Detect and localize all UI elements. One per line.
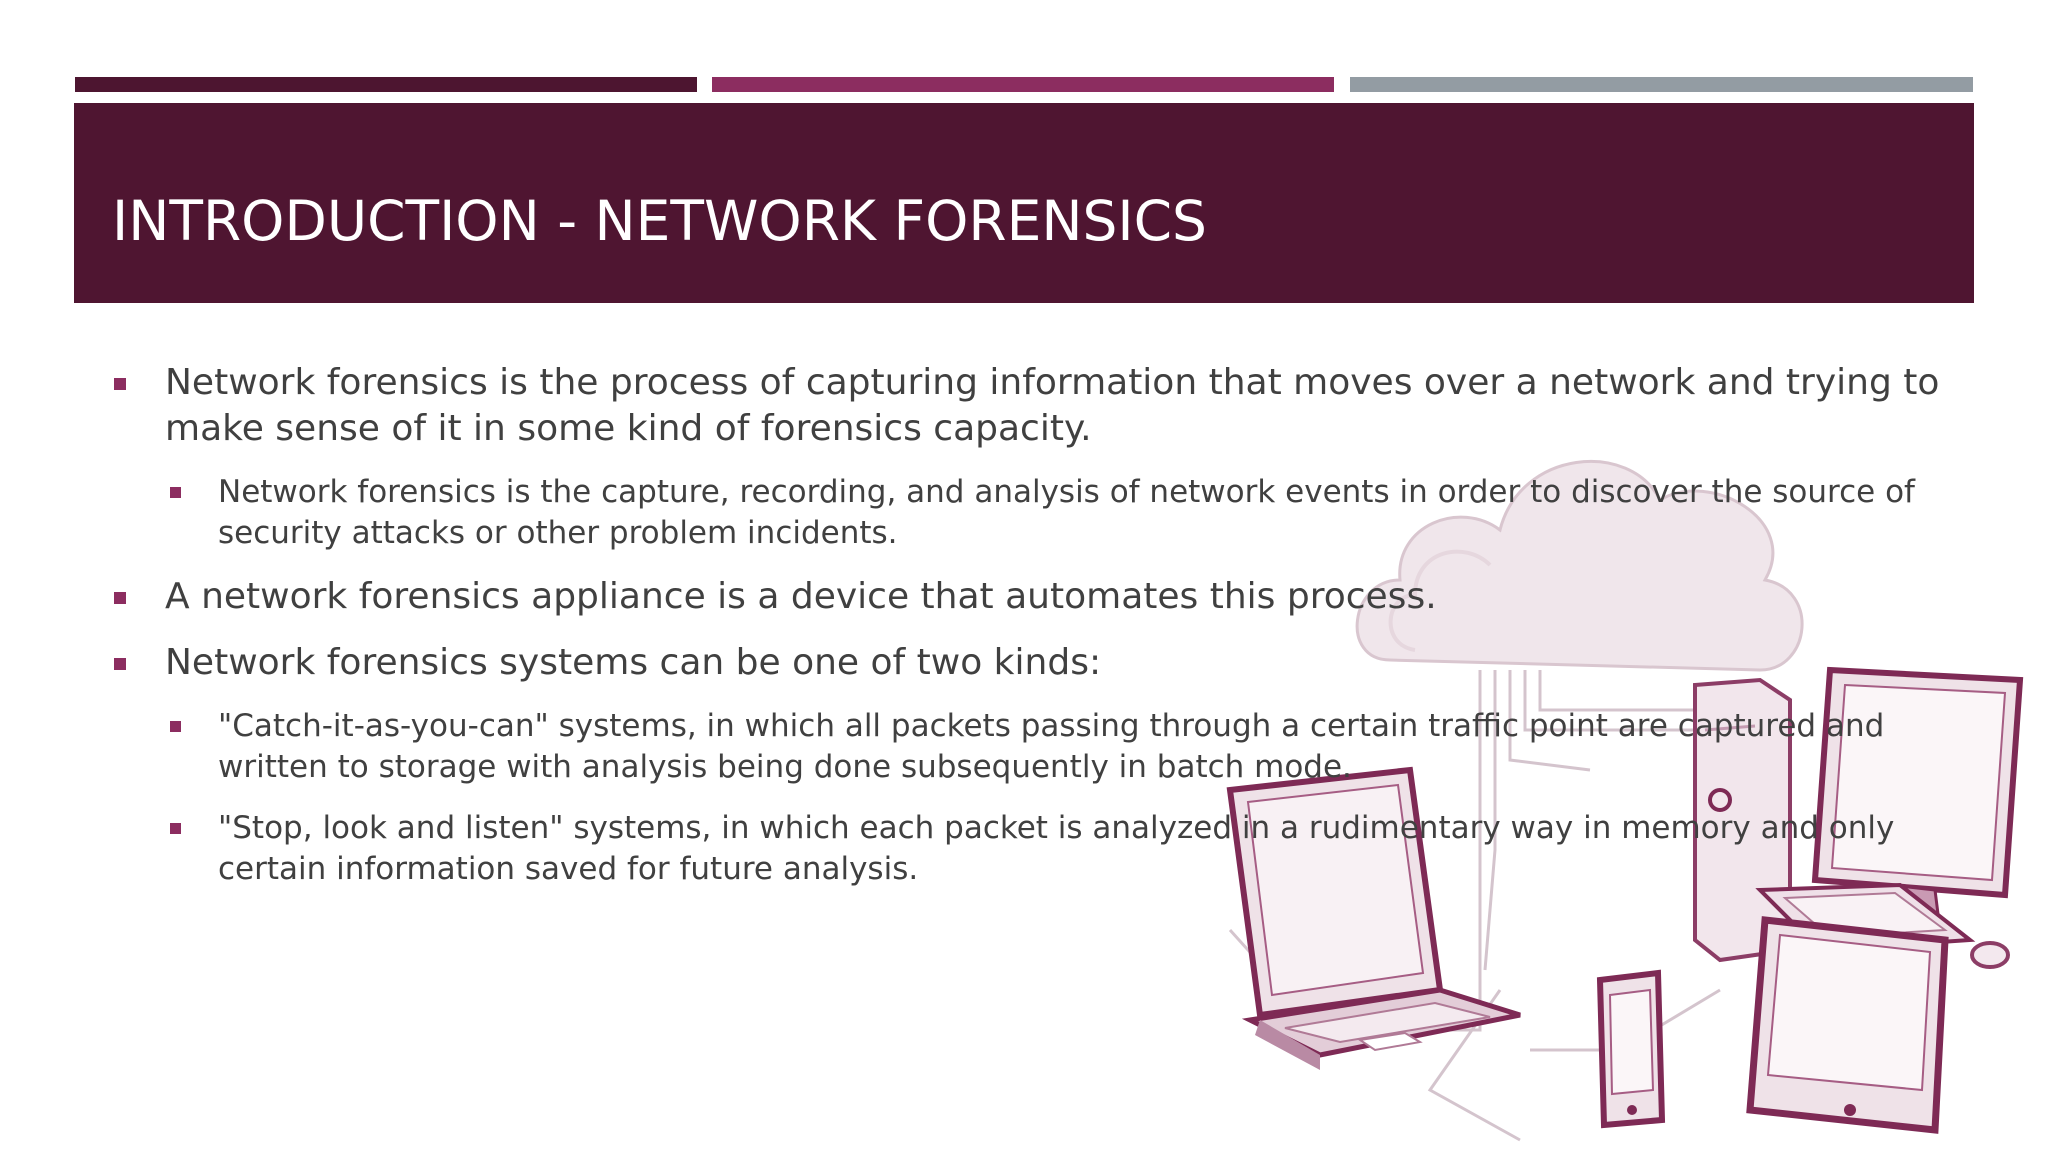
square-bullet-icon (114, 592, 126, 604)
accent-bar-dark (75, 77, 697, 92)
square-bullet-icon (170, 487, 181, 498)
smartphone-icon (1596, 969, 1666, 1129)
bullet-text: Network forensics is the process of capt… (165, 362, 1940, 449)
mouse-icon (1970, 941, 2010, 969)
accent-bar-gray (1350, 77, 1973, 92)
bullet-item: Network forensics is the process of capt… (110, 360, 1970, 452)
sub-bullet-item: Network forensics is the capture, record… (110, 472, 1970, 554)
bullet-item: Network forensics systems can be one of … (110, 640, 1970, 686)
square-bullet-icon (170, 823, 181, 834)
laptop-icon (1226, 766, 1521, 1070)
sub-bullet-item: "Stop, look and listen" systems, in whic… (110, 808, 1970, 890)
sub-bullet-text: "Catch-it-as-you-can" systems, in which … (218, 708, 1885, 785)
network-devices-illustration (1226, 459, 2024, 1142)
tablet-icon (1746, 916, 1949, 1134)
bullet-text: A network forensics appliance is a devic… (165, 576, 1437, 617)
title-band: INTRODUCTION - NETWORK FORENSICS (74, 103, 1974, 303)
desktop-computer-icon (1755, 666, 2024, 953)
bullet-item: A network forensics appliance is a devic… (110, 574, 1970, 620)
cloud-icon (1355, 459, 1804, 672)
slide-title: INTRODUCTION - NETWORK FORENSICS (112, 189, 1207, 253)
square-bullet-icon (170, 721, 181, 732)
bullet-list: Network forensics is the process of capt… (110, 360, 1970, 910)
square-bullet-icon (114, 658, 126, 670)
square-bullet-icon (114, 378, 126, 390)
bullet-text: Network forensics systems can be one of … (165, 642, 1102, 683)
sub-bullet-text: "Stop, look and listen" systems, in whic… (218, 810, 1895, 887)
sub-bullet-text: Network forensics is the capture, record… (218, 474, 1915, 551)
accent-bar-magenta (712, 77, 1334, 92)
sub-bullet-item: "Catch-it-as-you-can" systems, in which … (110, 706, 1970, 788)
